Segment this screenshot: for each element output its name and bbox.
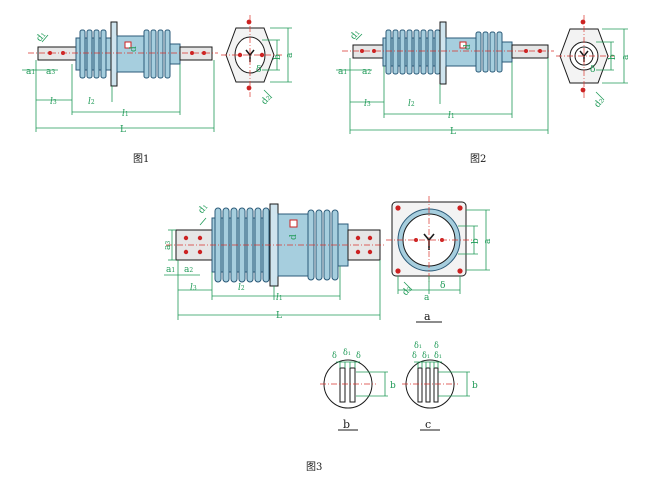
fig2-l1-label: l1 — [448, 111, 455, 121]
fig3-view-b: δ δ1 δ b b — [320, 348, 396, 431]
fig1-a3-label: a3 — [46, 67, 55, 77]
fig3-a-right-label: a — [483, 238, 493, 244]
fig1-d-label: d — [129, 46, 139, 52]
fig1-caption: 图1 — [133, 153, 149, 165]
fig3-d1-label: d1 — [197, 202, 211, 216]
fig3c-delta-left-label: δ — [412, 351, 417, 360]
fig2-a-label: a — [621, 54, 631, 60]
fig2-a2-label: a2 — [362, 67, 371, 77]
fig3b-delta-right-label: δ — [356, 351, 361, 360]
fig1-delta-label: δ — [256, 65, 261, 75]
fig3b-b-label: b — [390, 381, 396, 391]
fig3-view-c: δ1 δ δ δ1 δ1 b c — [402, 341, 478, 431]
fig3-view-a-label: a — [424, 310, 431, 323]
fig1-end-view: a b δ d2 — [221, 15, 295, 107]
fig3c-delta1-right-label: δ1 — [434, 351, 442, 360]
fig1-a1-label: a1 — [26, 67, 35, 77]
fig2-d1-label: d1 — [349, 28, 363, 42]
fig2-a1-label: a1 — [338, 67, 347, 77]
fig1-L-label: L — [120, 125, 126, 135]
fig3c-delta1-top-label: δ1 — [414, 341, 422, 350]
fig3-l2-label: l2 — [238, 283, 245, 293]
fig2-caption: 图2 — [470, 153, 486, 165]
fig3-b-label: b — [471, 238, 481, 244]
fig3b-delta-left-label: δ — [332, 351, 337, 360]
fig1-l3-label: l3 — [50, 97, 57, 107]
fig3b-delta1-label: δ1 — [343, 348, 351, 357]
fig2-end-view: a b δ d2 — [556, 15, 631, 110]
fig3-d-label: d — [289, 234, 299, 240]
fig3-view-b-label: b — [343, 418, 350, 431]
fig3-side-view: a3 a1 a2 l3 l2 l1 L d d1 — [163, 202, 386, 321]
fig3-delta-label: δ — [440, 281, 445, 291]
fig1-b-label: b — [273, 54, 283, 60]
fig3-a2-label: a2 — [184, 265, 193, 275]
fig3-l3-label: l3 — [190, 283, 197, 293]
fig1-d1-label: d1 — [35, 30, 49, 44]
fig1-side-view: a1 a3 l3 l2 l1 L d d1 — [22, 21, 218, 135]
fig2-d-label: d — [463, 44, 473, 50]
figure-3: a3 a1 a2 l3 l2 l1 L d d1 — [163, 196, 493, 473]
fig3c-delta-top-label: δ — [434, 341, 439, 350]
fig3-l1-label: l1 — [276, 293, 283, 303]
fig2-l2-label: l2 — [408, 99, 415, 109]
fig2-delta-label: δ — [590, 65, 595, 75]
fig2-side-view: a1 a2 l3 l2 l1 L d d1 — [336, 21, 554, 137]
fig1-a-label: a — [285, 52, 295, 58]
fig3-caption: 图3 — [306, 461, 322, 473]
fig2-d2-label: d2 — [593, 96, 607, 110]
fig3-d2-label: d2 — [401, 284, 415, 298]
fig3-a-bottom-label: a — [424, 293, 430, 303]
fig1-l2-label: l2 — [88, 97, 95, 107]
fig3-view-a: a b a δ d2 a — [386, 196, 493, 323]
fig3-view-c-label: c — [425, 418, 431, 431]
fig3c-b-label: b — [472, 381, 478, 391]
fig2-L-label: L — [450, 127, 456, 137]
fig3c-delta1-mid-label: δ1 — [422, 351, 430, 360]
fig3-a1-label: a1 — [166, 265, 175, 275]
fig3-a3-label: a3 — [163, 241, 173, 250]
fig2-b-label: b — [608, 54, 618, 60]
figure-1: a1 a3 l3 l2 l1 L d d1 — [22, 15, 295, 165]
fig1-d2-label: d2 — [260, 93, 274, 107]
fig3-L-label: L — [276, 311, 282, 321]
figure-2: a1 a2 l3 l2 l1 L d d1 a — [336, 15, 631, 165]
fig2-l3-label: l3 — [364, 99, 371, 109]
fig1-l1-label: l1 — [122, 109, 129, 119]
